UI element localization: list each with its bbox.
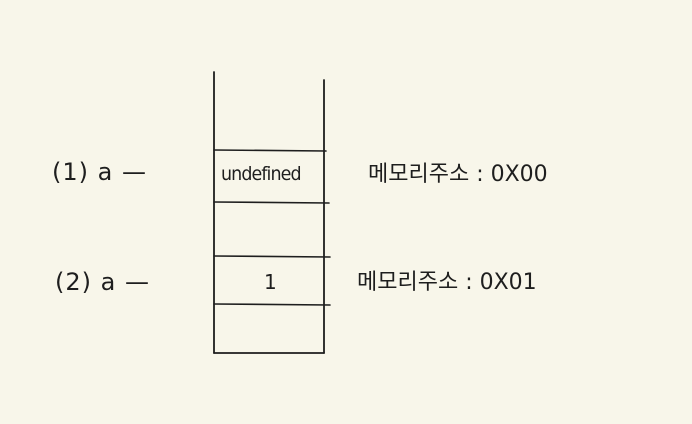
step1-variable-label: (1) a — bbox=[52, 158, 147, 186]
memory-address-label-1: 메모리주소 : 0X00 bbox=[368, 162, 548, 187]
stack-divider-1 bbox=[213, 149, 327, 152]
memory-address-label-2: 메모리주소 : 0X01 bbox=[357, 270, 537, 295]
step2-variable-label: (2) a — bbox=[55, 268, 150, 296]
stack-divider-3 bbox=[213, 255, 331, 258]
stack-divider-4 bbox=[213, 303, 331, 306]
stack-cell-value-undefined: undefined bbox=[221, 163, 302, 185]
stack-cell-value-one: 1 bbox=[264, 270, 277, 294]
stack-divider-2 bbox=[213, 201, 330, 204]
